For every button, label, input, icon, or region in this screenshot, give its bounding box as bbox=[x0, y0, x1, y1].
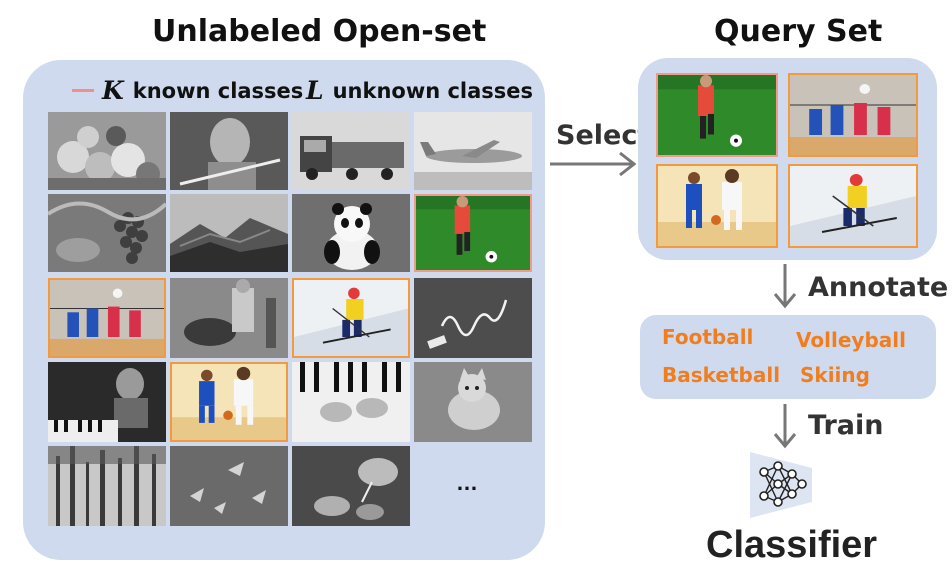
query-set-title: Query Set bbox=[714, 14, 883, 49]
ellipsis-text: … bbox=[456, 470, 478, 495]
known-dash-marker bbox=[72, 89, 94, 92]
open-set-title: Unlabeled Open-set bbox=[152, 14, 487, 49]
select-arrow-icon bbox=[550, 151, 637, 177]
football-photo bbox=[414, 194, 532, 272]
select-label: Select bbox=[556, 120, 651, 151]
birds-photo bbox=[170, 446, 288, 526]
query-skiing-photo bbox=[788, 164, 918, 248]
query-volleyball-photo bbox=[788, 73, 918, 157]
great-wall-photo bbox=[170, 194, 288, 272]
grapes-photo bbox=[48, 194, 166, 272]
train-label: Train bbox=[808, 410, 884, 441]
washing-photo bbox=[170, 278, 288, 358]
annotate-arrow-icon bbox=[773, 264, 797, 309]
neural-network-icon bbox=[750, 452, 812, 518]
tea-photo bbox=[292, 446, 410, 526]
labels-panel bbox=[640, 315, 936, 399]
label-volleyball: Volleyball bbox=[796, 328, 906, 352]
piano-photo bbox=[48, 362, 166, 442]
classifier-title: Classifier bbox=[706, 524, 878, 566]
piano-hands-photo bbox=[292, 362, 410, 442]
label-skiing: Skiing bbox=[800, 363, 870, 387]
legend-unknown-text: unknown classes bbox=[332, 78, 534, 103]
forest-photo bbox=[48, 446, 166, 526]
truck-photo bbox=[292, 112, 410, 190]
query-basketball-photo bbox=[656, 164, 778, 248]
volleyball-photo bbox=[48, 278, 166, 358]
skiing-photo bbox=[292, 278, 410, 358]
annotate-label: Annotate bbox=[808, 272, 949, 303]
airplane-photo bbox=[414, 112, 532, 190]
legend-unknown-symbol: L bbox=[306, 76, 324, 105]
legend-known-symbol: K bbox=[102, 76, 124, 105]
train-arrow-icon bbox=[773, 404, 797, 449]
cat-photo bbox=[414, 362, 532, 442]
query-football-photo bbox=[656, 73, 778, 157]
label-basketball: Basketball bbox=[662, 363, 781, 387]
label-football: Football bbox=[662, 325, 754, 349]
fruits-photo bbox=[48, 112, 166, 190]
legend-unknown: L unknown classes bbox=[306, 76, 533, 105]
basketball-photo bbox=[170, 362, 288, 442]
legend-known: K known classes bbox=[72, 76, 303, 105]
violin-photo bbox=[170, 112, 288, 190]
panda-photo bbox=[292, 194, 410, 272]
legend-known-text: known classes bbox=[132, 78, 304, 103]
chalk-photo bbox=[414, 278, 532, 358]
